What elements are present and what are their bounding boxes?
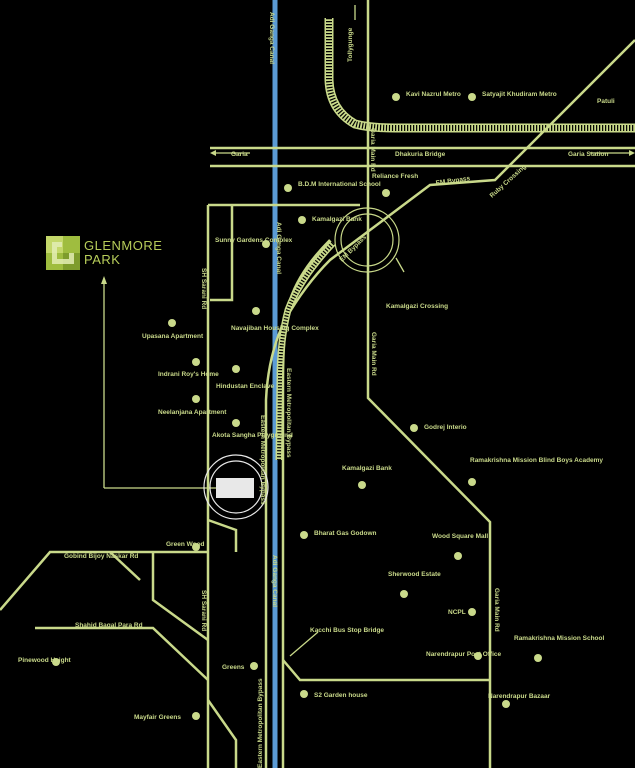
place-dot	[192, 712, 200, 720]
svg-text:SH Sarani Rd: SH Sarani Rd	[200, 590, 207, 631]
place-dot	[252, 307, 260, 315]
place-dot	[400, 590, 408, 598]
place-dot	[300, 531, 308, 539]
svg-text:Green Wood: Green Wood	[166, 541, 205, 548]
place-dot	[502, 700, 510, 708]
svg-text:Eastern Metropolitan Bypass: Eastern Metropolitan Bypass	[259, 415, 266, 505]
svg-text:Upasana Apartment: Upasana Apartment	[142, 333, 204, 340]
glenmore-park-site-marker	[203, 454, 269, 520]
place-dot	[468, 93, 476, 101]
kamalgazi-crossing-marker	[334, 207, 400, 273]
place-dot	[192, 395, 200, 403]
svg-text:Indrani Roy's Home: Indrani Roy's Home	[158, 371, 219, 378]
svg-text:Dhakuria Bridge: Dhakuria Bridge	[395, 151, 446, 158]
svg-text:Sunny Gardens Complex: Sunny Gardens Complex	[215, 237, 293, 244]
svg-text:Garia Main Rd: Garia Main Rd	[369, 128, 376, 172]
site-plot	[216, 478, 254, 498]
svg-text:Tollygunge: Tollygunge	[347, 27, 354, 62]
svg-text:NCPL: NCPL	[448, 609, 466, 616]
svg-text:Kacchi Bus Stop Bridge: Kacchi Bus Stop Bridge	[310, 627, 384, 634]
metro-rail-line	[324, 18, 635, 133]
svg-text:Pinewood Height: Pinewood Height	[18, 657, 72, 664]
place-dot	[468, 608, 476, 616]
svg-text:Godrej Interio: Godrej Interio	[424, 424, 467, 431]
svg-text:Mayfair Greens: Mayfair Greens	[134, 714, 181, 721]
svg-text:Kamalgazi Bank: Kamalgazi Bank	[342, 465, 392, 472]
svg-text:Sherwood Estate: Sherwood Estate	[388, 571, 441, 578]
glenmore-park-logo: GLENMORE PARK	[46, 236, 162, 270]
svg-text:Neelanjana Apartment: Neelanjana Apartment	[158, 409, 227, 416]
svg-text:Kamalgazi Crossing: Kamalgazi Crossing	[386, 303, 448, 310]
svg-text:Satyajit Khudiram Metro: Satyajit Khudiram Metro	[482, 91, 557, 98]
svg-text:Narendrapur Post Office: Narendrapur Post Office	[426, 651, 502, 658]
place-dot	[358, 481, 366, 489]
svg-text:Kavi Nazrul Metro: Kavi Nazrul Metro	[406, 91, 461, 98]
place-dot	[298, 216, 306, 224]
places: Kavi Nazrul Metro Satyajit Khudiram Metr…	[18, 91, 604, 721]
glenmore-leaf-logo-icon	[46, 236, 80, 270]
svg-text:Bharat Gas Godown: Bharat Gas Godown	[314, 530, 377, 537]
brand-line-1: GLENMORE	[84, 238, 163, 253]
svg-text:Akota Sangha Playground: Akota Sangha Playground	[212, 432, 293, 439]
svg-text:Garia Main Rd: Garia Main Rd	[493, 588, 500, 632]
svg-text:Garia: Garia	[231, 151, 248, 158]
svg-text:Ramakrishna Mission Blind Boys: Ramakrishna Mission Blind Boys Academy	[470, 457, 603, 464]
svg-text:Adi Ganga Canal: Adi Ganga Canal	[275, 222, 282, 274]
svg-text:Hindustan Enclave: Hindustan Enclave	[216, 383, 275, 390]
svg-text:Garia Station: Garia Station	[568, 151, 608, 158]
svg-text:Gobind Bijoy Naskar Rd: Gobind Bijoy Naskar Rd	[64, 553, 138, 560]
place-dot	[534, 654, 542, 662]
place-dot	[232, 419, 240, 427]
svg-text:B.D.M International School: B.D.M International School	[298, 181, 381, 188]
place-dot	[232, 365, 240, 373]
svg-text:Ramakrishna Mission School: Ramakrishna Mission School	[514, 635, 604, 642]
place-dot	[250, 662, 258, 670]
svg-text:Kamalgazi Bank: Kamalgazi Bank	[312, 216, 362, 223]
svg-text:Navajiban Housing Complex: Navajiban Housing Complex	[231, 325, 319, 332]
bypass-rail	[275, 240, 336, 461]
place-dot	[454, 552, 462, 560]
svg-text:Adi Ganga Canal: Adi Ganga Canal	[271, 555, 278, 607]
place-dot	[410, 424, 418, 432]
svg-text:SH Sarani Rd: SH Sarani Rd	[200, 268, 207, 309]
svg-text:Shahid Bagal Para Rd: Shahid Bagal Para Rd	[75, 622, 143, 629]
pointers	[101, 5, 635, 657]
svg-text:Greens: Greens	[222, 664, 245, 671]
svg-text:Garia Main Rd: Garia Main Rd	[370, 332, 377, 376]
place-dot	[284, 184, 292, 192]
place-dot	[168, 319, 176, 327]
brand-name: GLENMORE PARK	[84, 239, 162, 267]
place-dot	[392, 93, 400, 101]
place-dot	[300, 690, 308, 698]
svg-text:Eastern Metropolitan Bypass: Eastern Metropolitan Bypass	[257, 678, 264, 768]
place-dot	[192, 358, 200, 366]
svg-text:Eastern Metropolitan Bypass: Eastern Metropolitan Bypass	[285, 368, 292, 458]
svg-text:Patuli: Patuli	[597, 98, 615, 105]
svg-text:Narendrapur Bazaar: Narendrapur Bazaar	[488, 693, 551, 700]
brand-line-2: PARK	[84, 252, 121, 267]
place-dot	[474, 652, 482, 660]
svg-text:Ruby Crossing: Ruby Crossing	[489, 163, 528, 199]
place-dot	[382, 189, 390, 197]
svg-text:Reliance Fresh: Reliance Fresh	[372, 173, 418, 180]
place-dot	[192, 543, 200, 551]
svg-text:S2 Garden house: S2 Garden house	[314, 692, 368, 699]
place-dot	[52, 658, 60, 666]
place-dot	[468, 478, 476, 486]
place-dot	[262, 240, 270, 248]
svg-text:Wood Square Mall: Wood Square Mall	[432, 533, 488, 540]
svg-text:EM Bypass: EM Bypass	[435, 175, 471, 187]
svg-text:Adi Ganga Canal: Adi Ganga Canal	[268, 12, 275, 64]
